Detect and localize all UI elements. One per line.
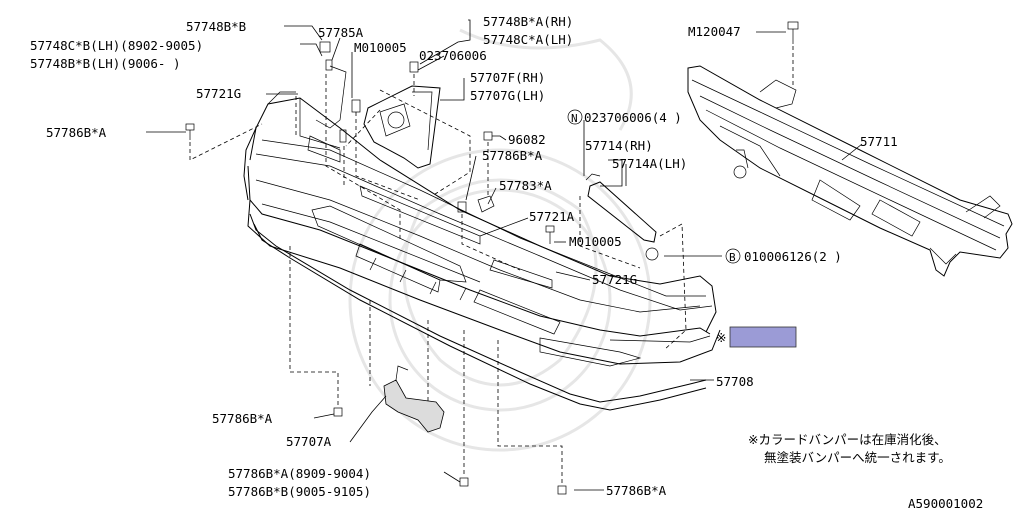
part-label: 57707F(RH) (470, 70, 545, 85)
leader-lines (146, 19, 863, 491)
part-label: 57786B*A (212, 411, 273, 426)
part-label: 57748C*A(LH) (483, 32, 573, 47)
part-label: 57786B*B(9005-9105) (228, 484, 371, 499)
part-label: 57707G(LH) (470, 88, 545, 103)
figure-code: A590001002 (908, 496, 983, 511)
note-line-2: 無塗装バンパーへ統一されます。 (764, 450, 951, 465)
part-label: 57721G (592, 272, 637, 287)
part-label: 57714A(LH) (612, 156, 687, 171)
stay-57714 (585, 173, 659, 261)
bumper-cover (243, 65, 721, 367)
part-label: 96082 (508, 132, 546, 147)
part-label: M120047 (688, 24, 741, 39)
circled-b-marker (725, 248, 741, 264)
color-note-highlight (729, 326, 797, 348)
part-label: 57783*A (499, 178, 552, 193)
part-label: 57711 (860, 134, 898, 149)
note-line-1: ※カラードバンパーは在庫消化後、 (748, 432, 947, 447)
part-label: 57786B*A(8909-9004) (228, 466, 371, 481)
part-label: 023706006(4 ) (584, 110, 682, 125)
part-label: 57748B*A(RH) (483, 14, 573, 29)
part-label: 57714(RH) (585, 138, 653, 153)
assembly-lines (189, 74, 687, 484)
part-label: M010005 (569, 234, 622, 249)
part-label: 57785A (318, 25, 364, 40)
part-label: 010006126(2 ) (744, 249, 842, 264)
part-label: 023706006 (419, 48, 487, 63)
part-label: 57721A (529, 209, 575, 224)
bumper-reinforcement-57711 (687, 65, 1013, 277)
part-label: 57786B*A (482, 148, 543, 163)
part-label: M010005 (354, 40, 407, 55)
reference-mark: ※ (716, 330, 726, 345)
part-label: 57748B*B(LH)(9006- ) (30, 56, 181, 71)
part-label: 57708 (716, 374, 754, 389)
part-label: 57707A (286, 434, 332, 449)
fasteners (185, 41, 567, 495)
circled-b-letter: B (729, 251, 736, 264)
part-label: 57748C*B(LH)(8902-9005) (30, 38, 203, 53)
bracket-57707a (383, 365, 445, 433)
bracket-57707fg (363, 85, 441, 169)
circled-n-letter: N (571, 112, 578, 125)
bolt-m120047 (787, 21, 799, 88)
part-label: 57786B*A (606, 483, 667, 498)
part-label: 57786B*A (46, 125, 107, 140)
part-label: 57748B*B (186, 19, 246, 34)
circled-n-marker (567, 109, 583, 125)
bumper-lower-lip-57708 (249, 213, 707, 411)
part-label: 57721G (196, 86, 241, 101)
